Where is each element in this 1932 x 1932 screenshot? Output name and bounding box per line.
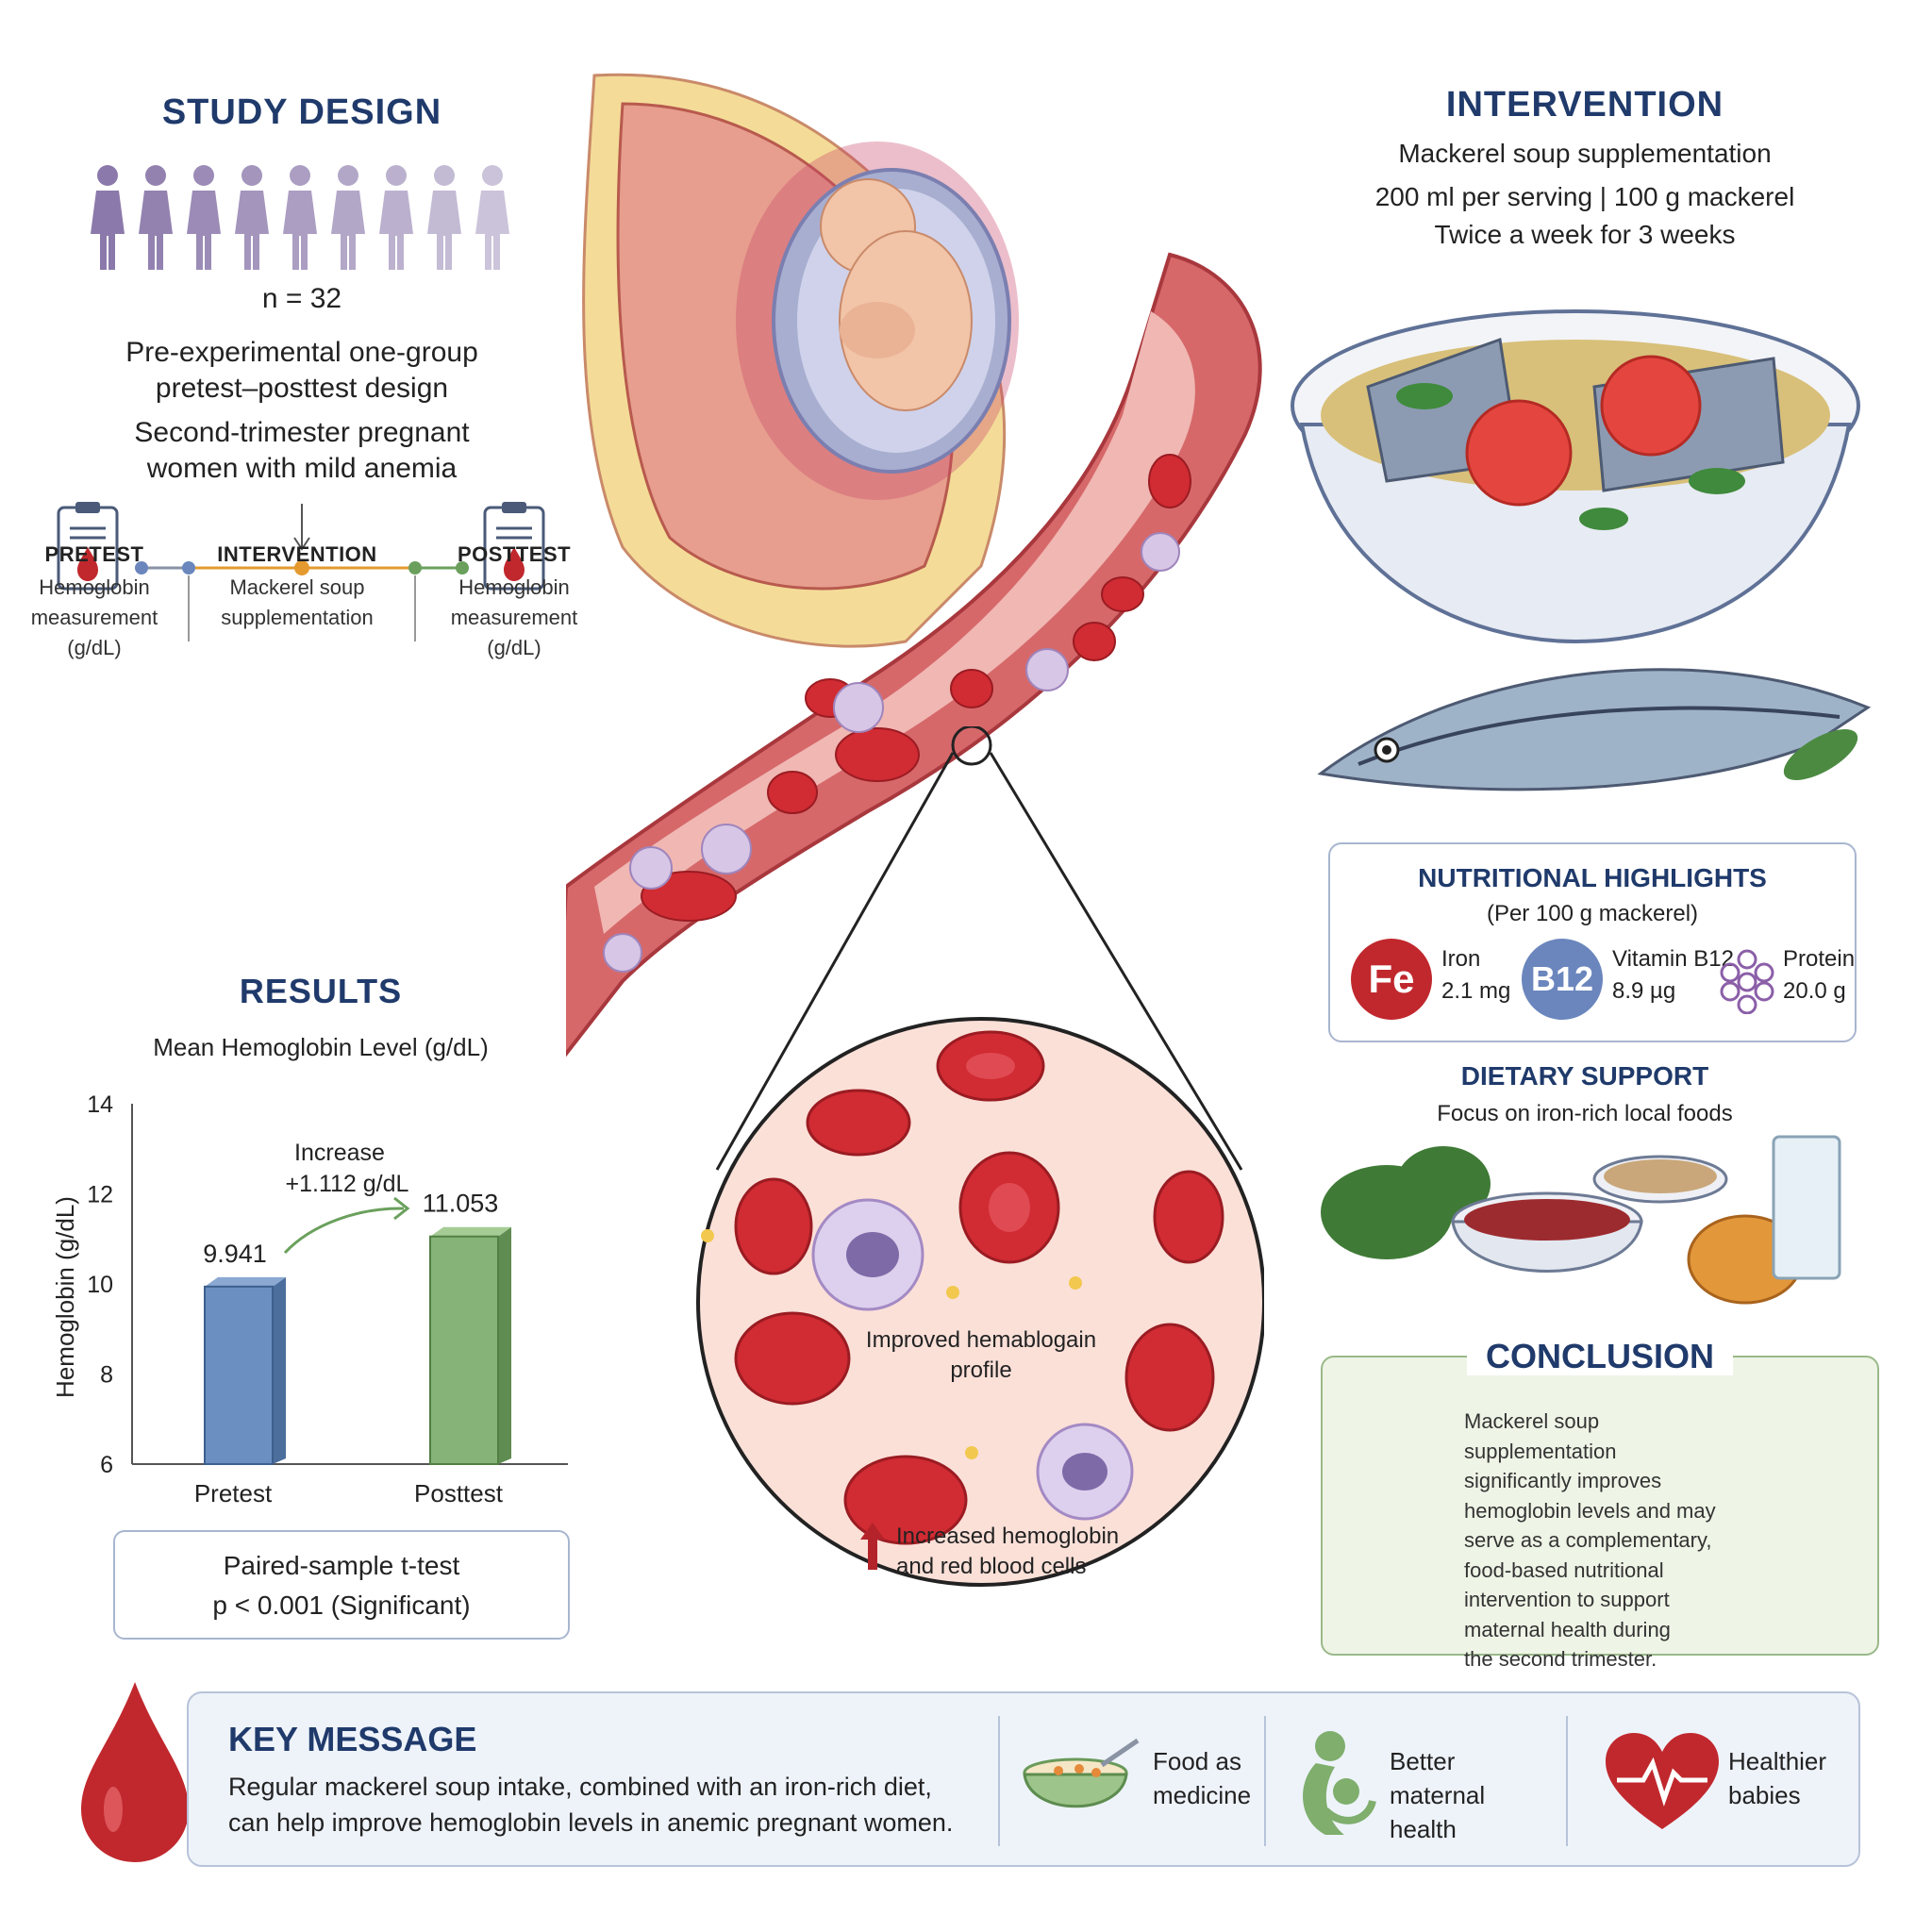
t-test-name: Paired-sample t-test xyxy=(223,1551,460,1580)
key-item-healthier-babies: Healthier babies xyxy=(1604,1731,1849,1835)
y-tick-label: 14 xyxy=(87,1091,113,1118)
key-message-banner: KEY MESSAGE Regular mackerel soup intake… xyxy=(187,1691,1860,1867)
y-tick-label: 12 xyxy=(87,1182,113,1208)
nutritional-title: NUTRITIONAL HIGHLIGHTS xyxy=(1418,863,1767,892)
bar-side xyxy=(273,1276,286,1464)
vitamin-b12-badge-icon: B12 xyxy=(1522,939,1603,1020)
soup-bowl-icon xyxy=(1023,1738,1140,1808)
bar-side xyxy=(498,1226,511,1464)
heart-pulse-icon xyxy=(1606,1733,1719,1829)
study-design-section: STUDY DESIGN n = 32 Pre-experimental one… xyxy=(57,85,547,764)
bar-top xyxy=(430,1226,511,1237)
y-tick-label: 6 xyxy=(100,1452,113,1478)
mother-child-icon xyxy=(1303,1731,1376,1835)
iron-badge-icon: Fe xyxy=(1351,939,1432,1020)
population-description: Second-trimester pregnant women with mil… xyxy=(134,417,470,484)
results-title: RESULTS xyxy=(239,972,403,1010)
conclusion-card: CONCLUSION Mackerel soup supplementation… xyxy=(1321,1337,1879,1671)
bar-pretest xyxy=(204,1285,274,1465)
stage-posttest: POSTTEST Hemoglobin measurement (g/dL) xyxy=(450,542,578,659)
x-tick-label: Posttest xyxy=(414,1479,504,1507)
study-timeline xyxy=(57,502,545,641)
participant-icon xyxy=(91,165,125,270)
participant-icon xyxy=(139,165,173,270)
nutrient-vitamin-b12: B12 Vitamin B12 8.9 µg xyxy=(1522,939,1734,1024)
intervention-section: INTERVENTION Mackerel soup supplementati… xyxy=(1340,85,1830,250)
intervention-line-1: Mackerel soup supplementation xyxy=(1398,139,1772,168)
stage-pretest: PRETEST Hemoglobin measurement (g/dL) xyxy=(30,542,158,659)
magnifier-bottom-caption: Increased hemoglobin and red blood cells xyxy=(896,1524,1120,1579)
dietary-subtitle: Focus on iron-rich local foods xyxy=(1437,1101,1733,1126)
increase-arrow xyxy=(283,1207,405,1255)
nutritional-highlights-card: NUTRITIONAL HIGHLIGHTS (Per 100 g macker… xyxy=(1328,842,1857,1042)
bar-value-label: 9.941 xyxy=(203,1240,267,1268)
sample-size: n = 32 xyxy=(261,283,342,314)
dietary-title: DIETARY SUPPORT xyxy=(1460,1061,1709,1091)
key-message-text: Regular mackerel soup intake, combined w… xyxy=(228,1773,954,1837)
key-item-food-as-medicine: Food as medicine xyxy=(1021,1731,1257,1835)
results-subtitle: Mean Hemoglobin Level (g/dL) xyxy=(153,1033,489,1061)
divider xyxy=(1264,1716,1266,1846)
pregnancy-anatomy-illustration xyxy=(566,73,1262,1058)
nutritional-subtitle: (Per 100 g mackerel) xyxy=(1486,901,1699,926)
participant-icon xyxy=(427,165,461,270)
divider xyxy=(998,1716,1000,1846)
key-item-better-maternal-health: Better maternal health xyxy=(1288,1731,1557,1843)
t-test-result-box: Paired-sample t-test p < 0.001 (Signific… xyxy=(113,1530,570,1640)
blood-drop-icon xyxy=(81,1682,189,1862)
chart-y-axis-label: Hemoglobin (g/dL) xyxy=(51,1196,79,1398)
y-tick-label: 8 xyxy=(100,1362,113,1389)
chart-annotation-line-1: Increase xyxy=(294,1140,385,1166)
participant-icon xyxy=(331,165,365,270)
bar-top xyxy=(205,1276,286,1287)
intervention-title: INTERVENTION xyxy=(1445,85,1724,125)
study-design-title: STUDY DESIGN xyxy=(161,92,442,132)
participant-icon xyxy=(235,165,269,270)
participant-icon xyxy=(475,165,509,270)
design-description: Pre-experimental one-group pretest–postt… xyxy=(125,337,478,404)
key-message-title: KEY MESSAGE xyxy=(228,1720,477,1758)
bar-posttest xyxy=(429,1235,499,1465)
bar-value-label: 11.053 xyxy=(423,1190,499,1218)
protein-molecule-icon xyxy=(1720,949,1774,1014)
conclusion-title: CONCLUSION xyxy=(1467,1337,1733,1375)
chart-annotation-line-2: +1.112 g/dL xyxy=(286,1171,409,1197)
stage-intervention: INTERVENTION Mackerel soup supplementati… xyxy=(217,542,377,629)
magnifier-lines xyxy=(715,726,1243,1171)
conclusion-text: Mackerel soup supplementation significan… xyxy=(1464,1409,1716,1671)
participant-icon xyxy=(379,165,413,270)
dietary-support-section: DIETARY SUPPORT Focus on iron-rich local… xyxy=(1321,1061,1849,1127)
y-tick-label: 10 xyxy=(87,1272,113,1298)
participants-icon-row xyxy=(91,165,509,270)
divider xyxy=(1566,1716,1568,1846)
pretest-clipboard-icon xyxy=(57,502,119,591)
up-arrow-icon xyxy=(860,1523,885,1570)
x-tick-label: Pretest xyxy=(194,1479,273,1507)
blood-cells-magnified-illustration xyxy=(696,1017,1264,1587)
posttest-clipboard-icon xyxy=(483,502,545,591)
mackerel-soup-illustration xyxy=(1291,309,1872,791)
participant-icon xyxy=(187,165,221,270)
intervention-line-3: Twice a week for 3 weeks xyxy=(1434,220,1736,249)
nutrient-protein: Protein 20.0 g xyxy=(1717,939,1855,1024)
intervention-line-2: 200 ml per serving | 100 g mackerel xyxy=(1374,182,1795,211)
iron-rich-foods-illustration xyxy=(1321,1135,1841,1305)
nutrient-iron: Fe Iron 2.1 mg xyxy=(1351,939,1511,1024)
participant-icon xyxy=(283,165,317,270)
t-test-p-value: p < 0.001 (Significant) xyxy=(212,1591,471,1620)
magnifier-caption: Improved hemablogain profile xyxy=(865,1327,1097,1383)
